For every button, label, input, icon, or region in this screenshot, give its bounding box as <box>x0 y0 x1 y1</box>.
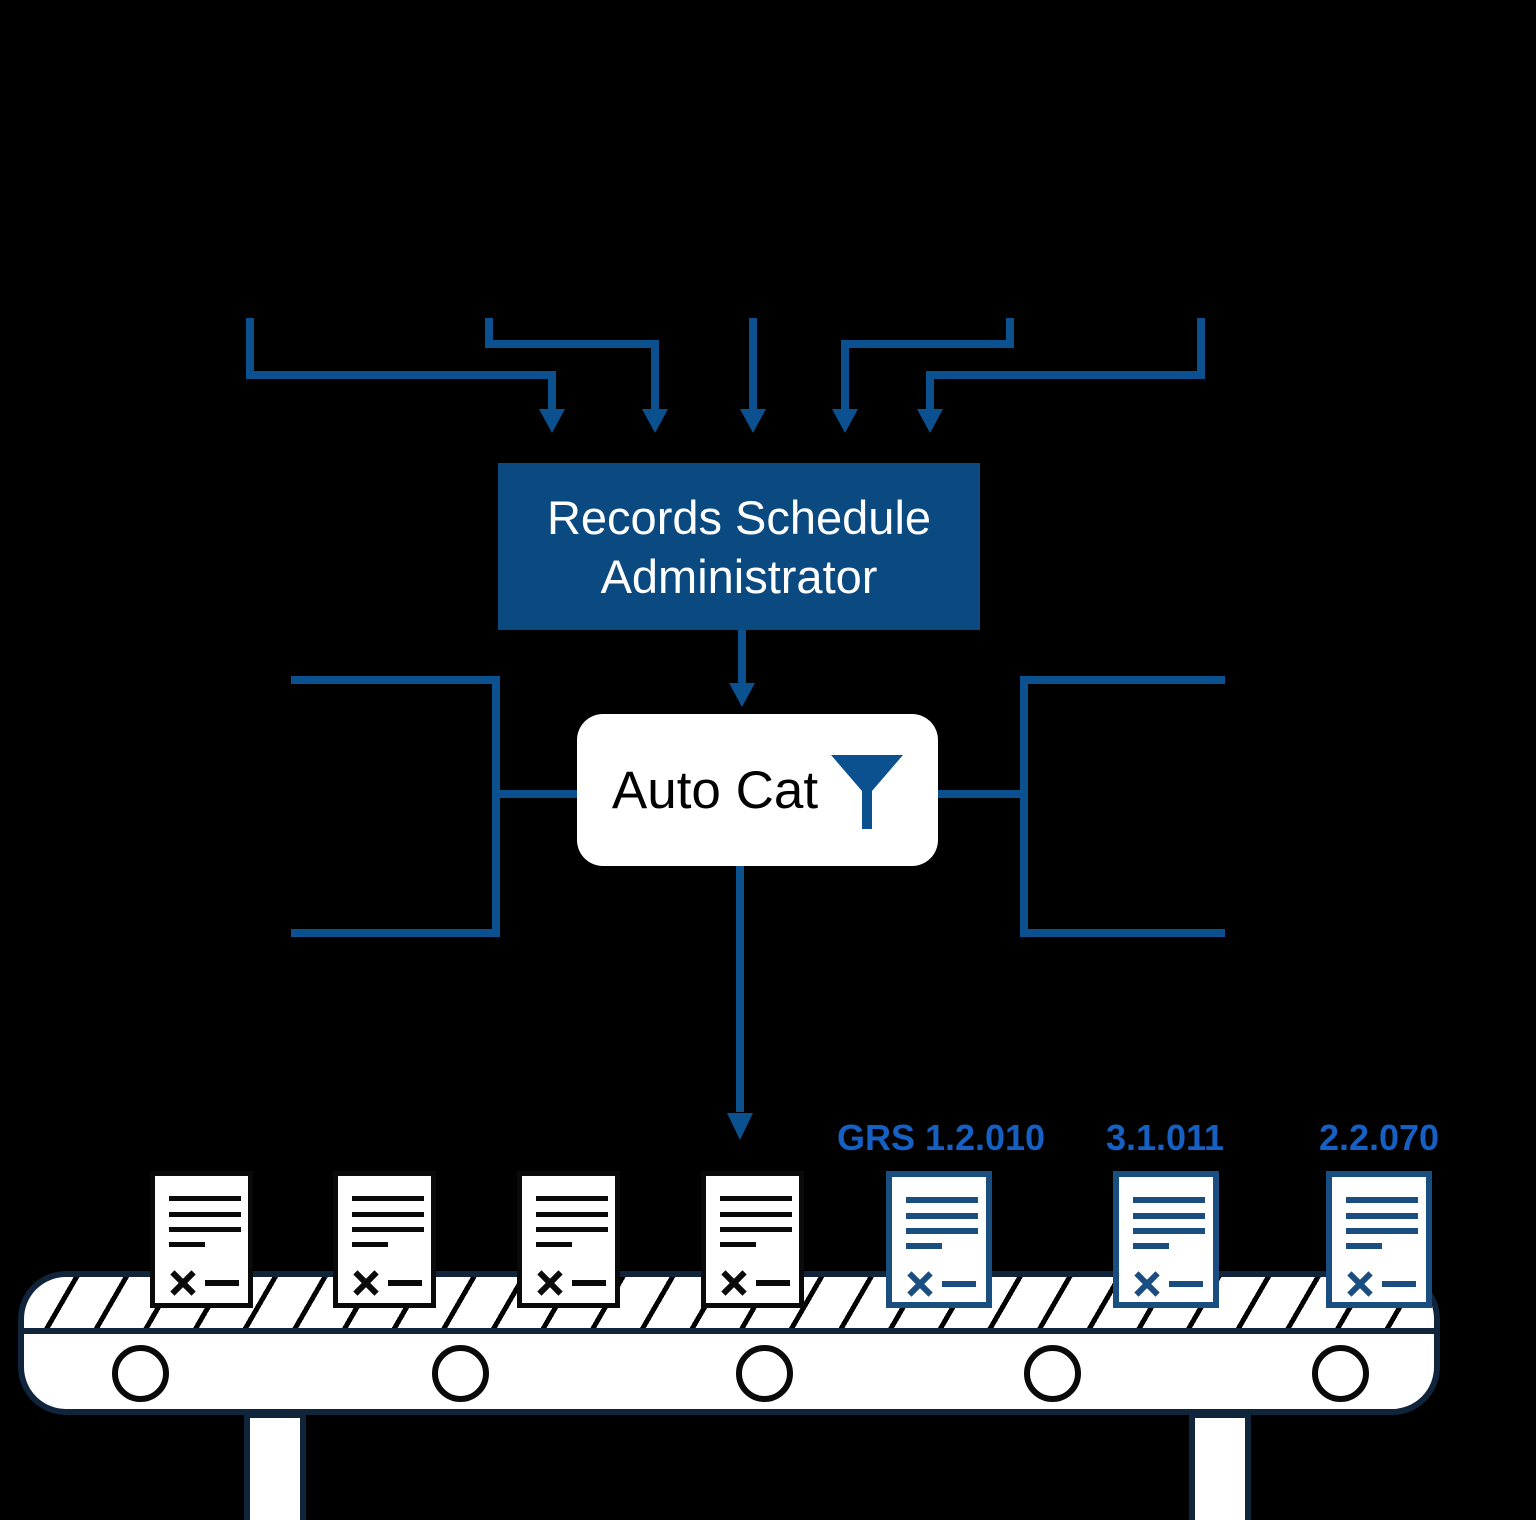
doc-text-line <box>352 1242 388 1247</box>
doc-text-line <box>1346 1197 1418 1203</box>
doc-text-line <box>352 1212 424 1217</box>
doc-text-line <box>1346 1243 1382 1249</box>
doc-dash-line <box>205 1280 239 1286</box>
conveyor-roller <box>112 1345 169 1402</box>
document-record-scheduled <box>1326 1171 1432 1308</box>
bracket-left <box>291 676 500 937</box>
arrowhead-icon <box>740 409 766 433</box>
conveyor-roller <box>432 1345 489 1402</box>
bracket-right <box>1020 676 1225 937</box>
doc-text-line <box>906 1228 978 1234</box>
doc-dash-line <box>572 1280 606 1286</box>
doc-text-line <box>1133 1228 1205 1234</box>
doc-text-line <box>720 1212 792 1217</box>
doc-text-line <box>536 1242 572 1247</box>
conveyor-roller <box>736 1345 793 1402</box>
input-arrow-4 <box>841 318 1014 411</box>
schedule-label-3-1-011: 3.1.011 <box>1105 1117 1225 1158</box>
arrowhead-icon <box>832 409 858 433</box>
doc-text-line <box>352 1196 424 1201</box>
document-record-scheduled <box>1113 1171 1219 1308</box>
input-arrow-2 <box>485 318 659 411</box>
conveyor-roller <box>1024 1345 1081 1402</box>
doc-text-line <box>720 1242 756 1247</box>
doc-x-mark-icon <box>1132 1269 1162 1299</box>
auto-cat-box: Auto Cat <box>577 714 938 866</box>
doc-text-line <box>720 1227 792 1232</box>
doc-text-line <box>906 1197 978 1203</box>
doc-text-line <box>169 1242 205 1247</box>
input-arrow-1 <box>246 318 556 411</box>
doc-x-mark-icon <box>168 1268 198 1298</box>
document-record <box>333 1171 436 1308</box>
document-record <box>150 1171 253 1308</box>
schedule-label-2-2-070: 2.2.070 <box>1318 1117 1440 1158</box>
records-schedule-administrator-label: Records Schedule Administrator <box>546 490 932 603</box>
funnel-icon <box>831 755 904 829</box>
doc-text-line <box>1133 1213 1205 1219</box>
arrowhead-icon <box>642 409 668 433</box>
conveyor-leg <box>244 1412 306 1520</box>
doc-text-line <box>352 1227 424 1232</box>
doc-x-mark-icon <box>1345 1269 1375 1299</box>
doc-dash-line <box>756 1280 790 1286</box>
records-schedule-administrator-box: Records Schedule Administrator <box>498 463 980 630</box>
doc-text-line <box>1346 1213 1418 1219</box>
doc-text-line <box>1133 1243 1169 1249</box>
arrowhead-icon <box>539 409 565 433</box>
doc-text-line <box>536 1212 608 1217</box>
arrowhead-icon <box>729 683 755 707</box>
doc-x-mark-icon <box>351 1268 381 1298</box>
doc-dash-line <box>942 1281 976 1287</box>
doc-text-line <box>536 1196 608 1201</box>
doc-x-mark-icon <box>905 1269 935 1299</box>
doc-dash-line <box>1382 1281 1416 1287</box>
arrowhead-icon <box>917 409 943 433</box>
document-record <box>517 1171 620 1308</box>
doc-text-line <box>906 1243 942 1249</box>
auto-cat-label: Auto Cat <box>611 760 819 820</box>
doc-text-line <box>169 1196 241 1201</box>
input-arrow-5 <box>926 318 1205 411</box>
doc-text-line <box>169 1212 241 1217</box>
doc-text-line <box>1133 1197 1205 1203</box>
conveyor-roller <box>1312 1345 1369 1402</box>
doc-x-mark-icon <box>719 1268 749 1298</box>
document-record-scheduled <box>886 1171 992 1308</box>
doc-text-line <box>1346 1228 1418 1234</box>
doc-text-line <box>169 1227 241 1232</box>
document-record <box>701 1171 804 1308</box>
doc-dash-line <box>388 1280 422 1286</box>
doc-text-line <box>720 1196 792 1201</box>
schedule-label-grs-1-2-010: GRS 1.2.010 <box>836 1117 1046 1158</box>
doc-text-line <box>536 1227 608 1232</box>
conveyor-leg <box>1189 1412 1251 1520</box>
doc-dash-line <box>1169 1281 1203 1287</box>
doc-text-line <box>906 1213 978 1219</box>
doc-x-mark-icon <box>535 1268 565 1298</box>
arrowhead-icon <box>727 1113 753 1140</box>
